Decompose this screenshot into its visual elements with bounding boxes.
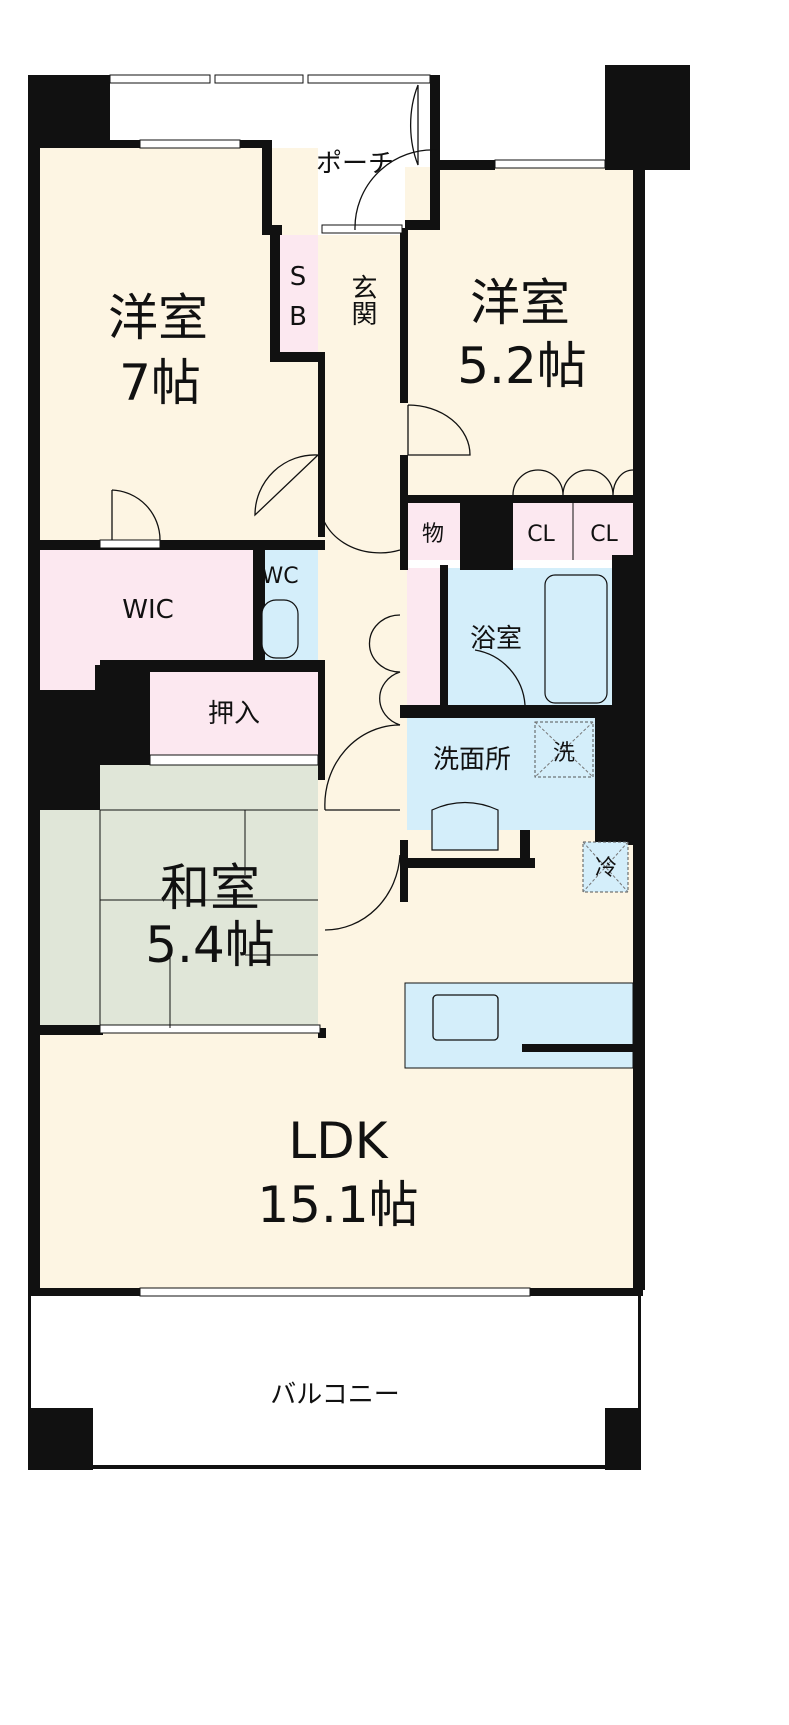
kitchen-counter bbox=[404, 982, 634, 1069]
tatami-lines bbox=[99, 809, 318, 1028]
western-room-2-size: 5.2帖 bbox=[457, 337, 587, 395]
washer-pan bbox=[534, 721, 594, 778]
closet-1-label: CL bbox=[527, 522, 555, 547]
fridge-label: 冷 bbox=[595, 856, 617, 881]
shoe-box-label-s: S bbox=[290, 262, 307, 292]
japanese-room bbox=[40, 810, 318, 1028]
ldk-size: 15.1帖 bbox=[257, 1176, 418, 1234]
wc-label: WC bbox=[261, 564, 298, 589]
western-room-1-size: 7帖 bbox=[119, 354, 201, 412]
balcony-label: バルコニー bbox=[270, 1380, 399, 1410]
shoe-box-label-b: B bbox=[289, 302, 307, 332]
bathtub bbox=[544, 574, 608, 704]
windows bbox=[99, 74, 606, 1297]
closet-2-label: CL bbox=[590, 522, 618, 547]
bathroom-label: 浴室 bbox=[470, 624, 522, 654]
shoe-box bbox=[280, 235, 318, 353]
porch-label: ポーチ bbox=[316, 149, 394, 179]
washbasin bbox=[431, 801, 499, 851]
oshiire-label: 押入 bbox=[208, 699, 260, 729]
ldk-name: LDK bbox=[288, 1112, 388, 1170]
storage bbox=[407, 500, 460, 560]
japanese-room-name: 和室 bbox=[160, 859, 260, 917]
oshiire bbox=[150, 672, 318, 760]
walls bbox=[28, 65, 690, 1470]
western-room-2-name: 洋室 bbox=[470, 274, 570, 332]
western-room-1-name: 洋室 bbox=[108, 289, 208, 347]
western-room-5-2 bbox=[405, 167, 633, 497]
entrance-label: 玄関 bbox=[347, 274, 377, 326]
kitchen-wall bbox=[522, 1044, 633, 1052]
japanese-room-top bbox=[100, 765, 318, 815]
door-swings bbox=[111, 84, 634, 931]
linen-storage bbox=[407, 568, 441, 705]
storage-label: 物 bbox=[422, 522, 444, 547]
washer-label: 洗 bbox=[553, 741, 575, 766]
japanese-room-size: 5.4帖 bbox=[145, 916, 275, 974]
toilet bbox=[261, 599, 299, 659]
washroom-label: 洗面所 bbox=[433, 745, 511, 775]
ldk bbox=[40, 1030, 633, 1288]
wic-label: WIC bbox=[122, 595, 174, 625]
